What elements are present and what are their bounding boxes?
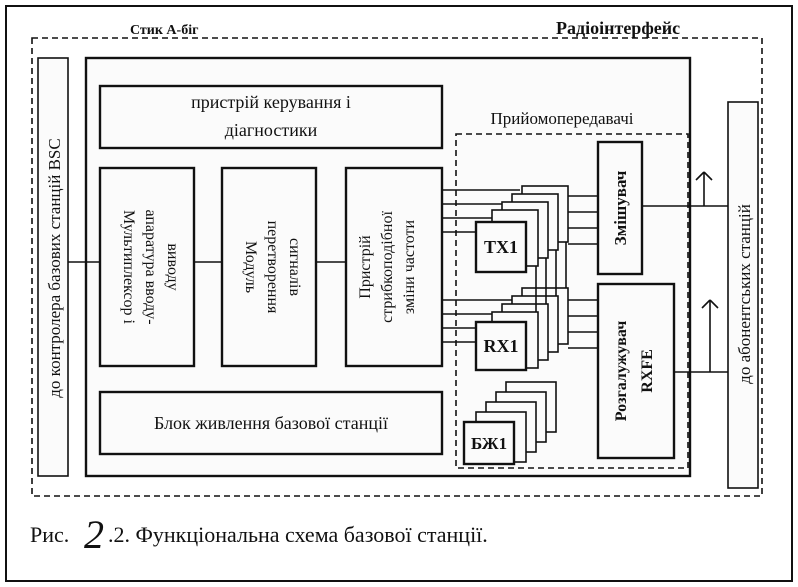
multiplexer-label-1: Мультиплексор і [120,210,137,324]
frequency-hopping-box [344,166,444,368]
multiplexer-box [98,166,196,368]
multiplexer-label-3: виводу [164,243,181,290]
tx-to-combiner-lines [568,195,598,245]
multiplexer-label-2: апаратура вводу- [142,209,159,324]
converter-label-1: Модуль [242,241,259,293]
bsc-label: до контролера базових станцій BSC [45,138,64,397]
tx-stack [474,185,569,274]
bsc-box [37,57,69,477]
radio-interface-label: Радіоінтерфейс [556,18,680,38]
transceivers-label: Прийомопередавачі [490,109,633,128]
frequency-hopping-label-1: Пристрій [357,235,374,299]
rx-to-splitter-lines [568,299,598,349]
converter-label-2: перетворення [264,221,281,314]
tx-label: TX1 [484,237,518,257]
splitter-box [596,282,676,460]
frequency-hopping-label-3: зміни частоти [401,219,418,314]
control-unit-label-2: діагностики [225,120,318,140]
caption-number: 2 [84,512,104,557]
frequency-hopping-label-2: стрибкоподібної [379,211,396,323]
transceivers-region [455,133,689,469]
power-unit-stack [462,381,557,466]
combiner-box [596,140,644,276]
power-supply-box [98,390,444,456]
caption-text: .2. Функціональна схема базової станції. [108,522,488,547]
tx-rx-cross-lines [535,242,567,312]
control-unit-label-1: пристрій керування і [191,92,351,112]
rx-stack [474,287,569,372]
subscriber-label: до абонентських станцій [735,204,754,384]
power-supply-label: Блок живлення базової станції [154,413,388,433]
power-unit-small-label: БЖ1 [471,434,507,453]
splitter-label-1: Розгалужувач [613,321,630,422]
rack-label: Стик А-бiг [130,23,198,38]
caption-prefix: Рис. [30,522,69,547]
control-unit-box [98,84,444,150]
subscriber-box [727,101,759,489]
figure-dashed-frame [31,37,763,497]
converter-box [220,166,318,368]
rx-label: RX1 [484,336,519,356]
splitter-label-2: RXFE [639,349,656,393]
converter-label-3: сигналів [286,238,303,296]
antenna-lines [642,171,728,373]
combiner-label: Змішувач [611,170,630,245]
outer-frame [5,5,793,582]
